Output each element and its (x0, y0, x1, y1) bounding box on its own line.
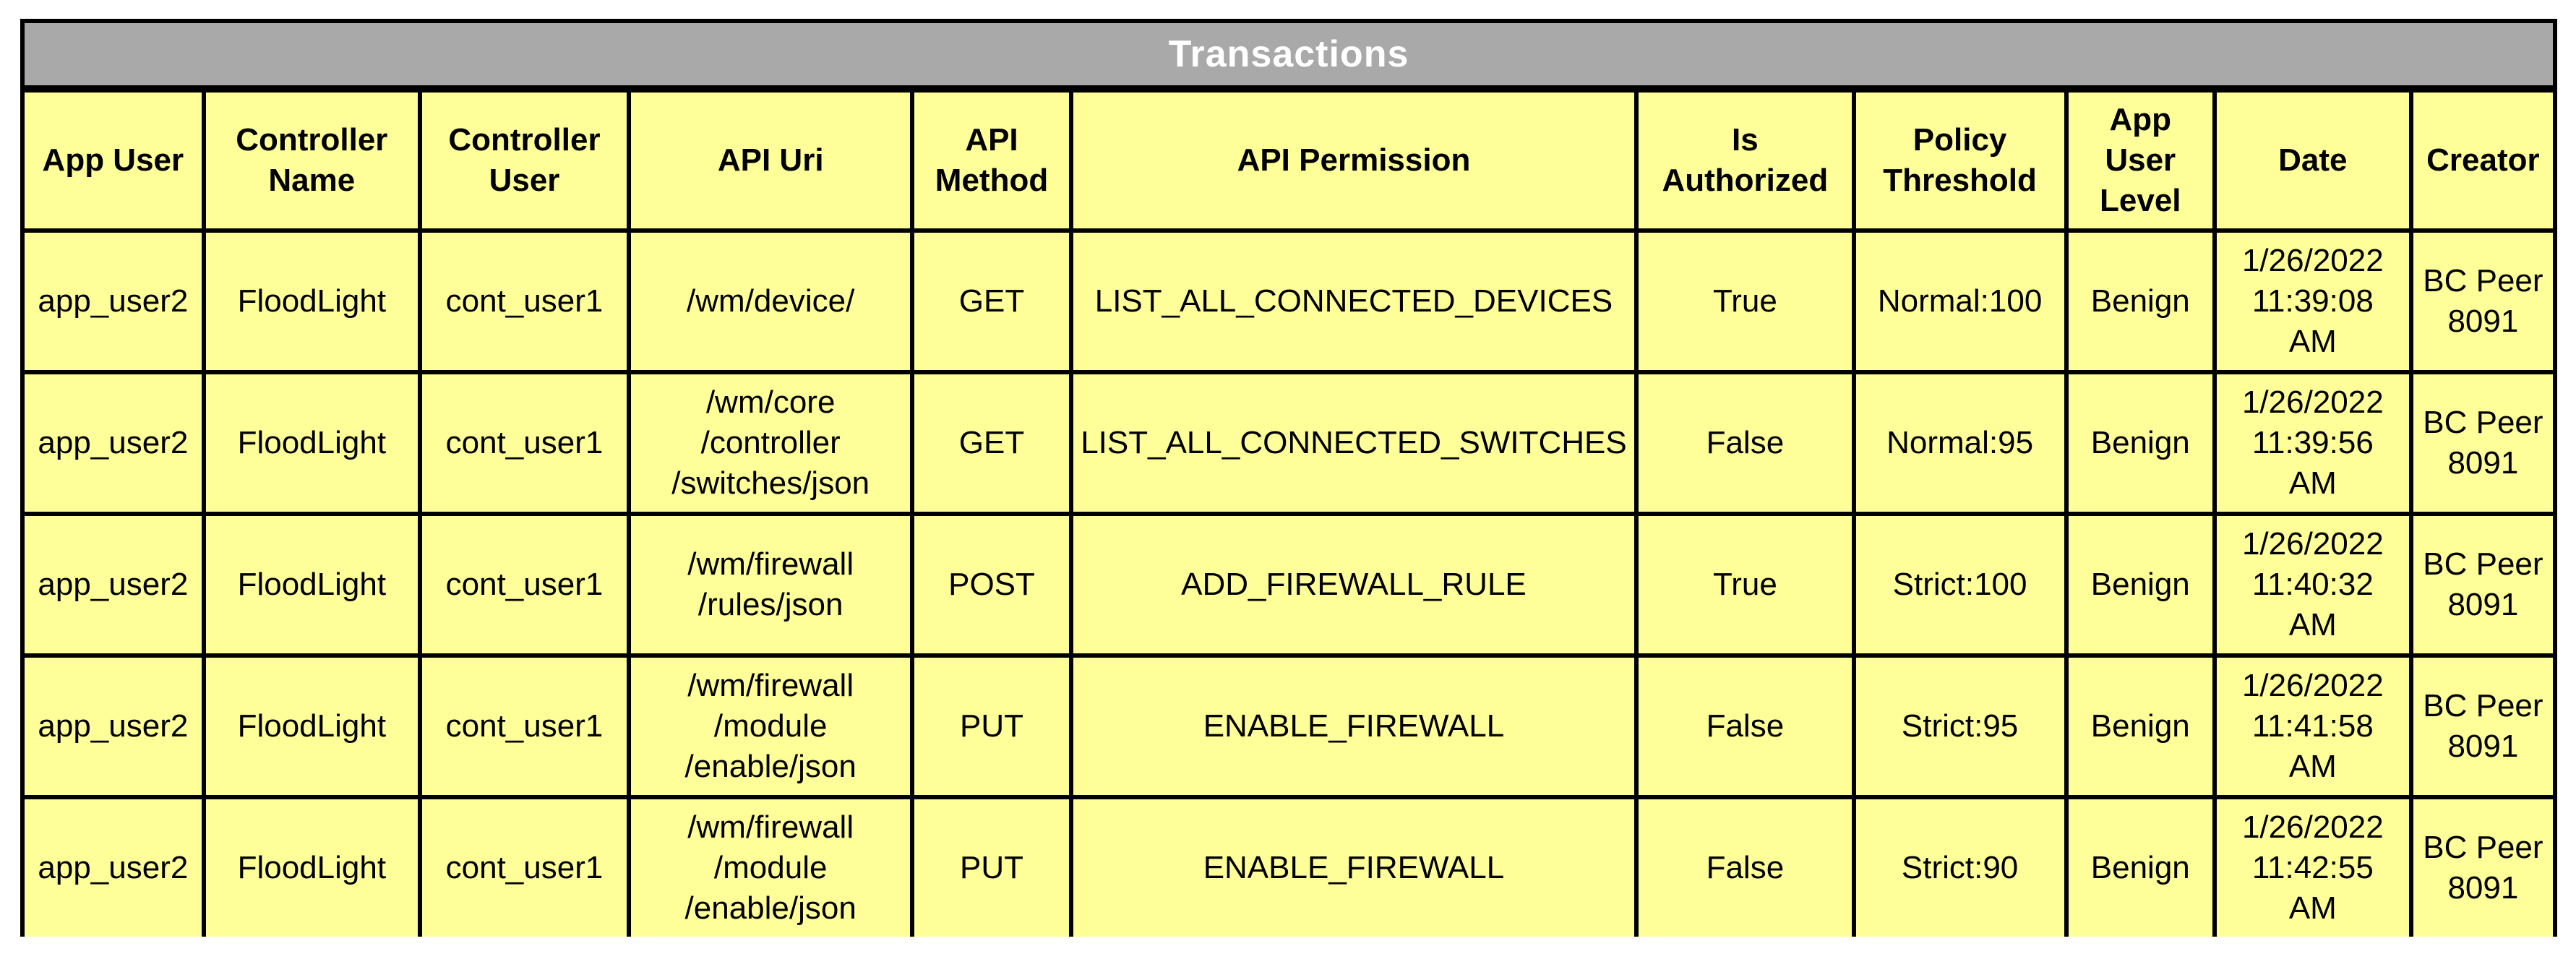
cell-api-uri: /wm/firewall /module /enable/json (631, 799, 911, 937)
table-row: app_user2 FloodLight cont_user1 /wm/devi… (25, 233, 2553, 370)
table-row: app_user2 FloodLight cont_user1 /wm/fire… (25, 658, 2553, 795)
cell-controller-user: cont_user1 (421, 516, 627, 653)
cell-is-authorized: False (1639, 658, 1852, 795)
cell-creator: BC Peer 8091 (2413, 233, 2553, 370)
cell-is-authorized: False (1639, 799, 1852, 937)
column-header-controller-name: Controller Name (205, 93, 418, 228)
cell-creator: BC Peer 8091 (2413, 799, 2553, 937)
cell-date: 1/26/2022 11:39:56 AM (2216, 374, 2409, 512)
column-header-app-user: App User (25, 93, 202, 228)
column-header-date: Date (2216, 93, 2409, 228)
cell-date: 1/26/2022 11:40:32 AM (2216, 516, 2409, 653)
cell-is-authorized: True (1639, 516, 1852, 653)
cell-api-method: PUT (914, 799, 1069, 937)
cell-date: 1/26/2022 11:42:55 AM (2216, 799, 2409, 937)
cell-app-user-level: Benign (2068, 374, 2212, 512)
cell-controller-user: cont_user1 (421, 799, 627, 937)
cell-policy-threshold: Strict:90 (1855, 799, 2064, 937)
cell-app-user-level: Benign (2068, 516, 2212, 653)
cell-controller-name: FloodLight (205, 799, 418, 937)
column-header-api-uri: API Uri (631, 93, 911, 228)
cell-controller-name: FloodLight (205, 233, 418, 370)
cell-creator: BC Peer 8091 (2413, 516, 2553, 653)
cell-api-uri: /wm/firewall /module /enable/json (631, 658, 911, 795)
table-title: Transactions (25, 23, 2553, 85)
cell-controller-name: FloodLight (205, 658, 418, 795)
cell-app-user-level: Benign (2068, 799, 2212, 937)
table-row: app_user2 FloodLight cont_user1 /wm/core… (25, 374, 2553, 512)
table-row: app_user2 FloodLight cont_user1 /wm/fire… (25, 799, 2553, 937)
cell-api-permission: ENABLE_FIREWALL (1073, 658, 1635, 795)
table-row: app_user2 FloodLight cont_user1 /wm/fire… (25, 516, 2553, 653)
cell-is-authorized: True (1639, 233, 1852, 370)
cell-policy-threshold: Strict:95 (1855, 658, 2064, 795)
column-header-policy-threshold: Policy Threshold (1855, 93, 2064, 228)
cell-api-method: GET (914, 374, 1069, 512)
cell-api-uri: /wm/core /controller /switches/json (631, 374, 911, 512)
column-header-controller-user: Controller User (421, 93, 627, 228)
cell-policy-threshold: Normal:95 (1855, 374, 2064, 512)
transactions-table-frame: Transactions App User Controller Name Co… (20, 19, 2557, 937)
cell-app-user: app_user2 (25, 516, 202, 653)
cell-controller-name: FloodLight (205, 374, 418, 512)
cell-date: 1/26/2022 11:41:58 AM (2216, 658, 2409, 795)
cell-app-user-level: Benign (2068, 233, 2212, 370)
cell-creator: BC Peer 8091 (2413, 658, 2553, 795)
column-header-api-method: API Method (914, 93, 1069, 228)
cell-date: 1/26/2022 11:39:08 AM (2216, 233, 2409, 370)
cell-controller-user: cont_user1 (421, 658, 627, 795)
cell-api-permission: LIST_ALL_CONNECTED_SWITCHES (1073, 374, 1635, 512)
cell-api-uri: /wm/device/ (631, 233, 911, 370)
cell-api-permission: LIST_ALL_CONNECTED_DEVICES (1073, 233, 1635, 370)
cell-api-method: POST (914, 516, 1069, 653)
column-header-app-user-level: App User Level (2068, 93, 2212, 228)
cell-app-user-level: Benign (2068, 658, 2212, 795)
transactions-table: App User Controller Name Controller User… (20, 88, 2557, 941)
cell-controller-name: FloodLight (205, 516, 418, 653)
column-header-api-permission: API Permission (1073, 93, 1635, 228)
cell-app-user: app_user2 (25, 799, 202, 937)
cell-app-user: app_user2 (25, 658, 202, 795)
cell-policy-threshold: Normal:100 (1855, 233, 2064, 370)
cell-api-method: PUT (914, 658, 1069, 795)
cell-creator: BC Peer 8091 (2413, 374, 2553, 512)
column-header-creator: Creator (2413, 93, 2553, 228)
cell-controller-user: cont_user1 (421, 233, 627, 370)
cell-is-authorized: False (1639, 374, 1852, 512)
header-row: App User Controller Name Controller User… (25, 93, 2553, 228)
cell-api-permission: ENABLE_FIREWALL (1073, 799, 1635, 937)
cell-api-method: GET (914, 233, 1069, 370)
cell-app-user: app_user2 (25, 374, 202, 512)
column-header-is-authorized: Is Authorized (1639, 93, 1852, 228)
cell-policy-threshold: Strict:100 (1855, 516, 2064, 653)
cell-api-uri: /wm/firewall /rules/json (631, 516, 911, 653)
cell-api-permission: ADD_FIREWALL_RULE (1073, 516, 1635, 653)
cell-app-user: app_user2 (25, 233, 202, 370)
cell-controller-user: cont_user1 (421, 374, 627, 512)
